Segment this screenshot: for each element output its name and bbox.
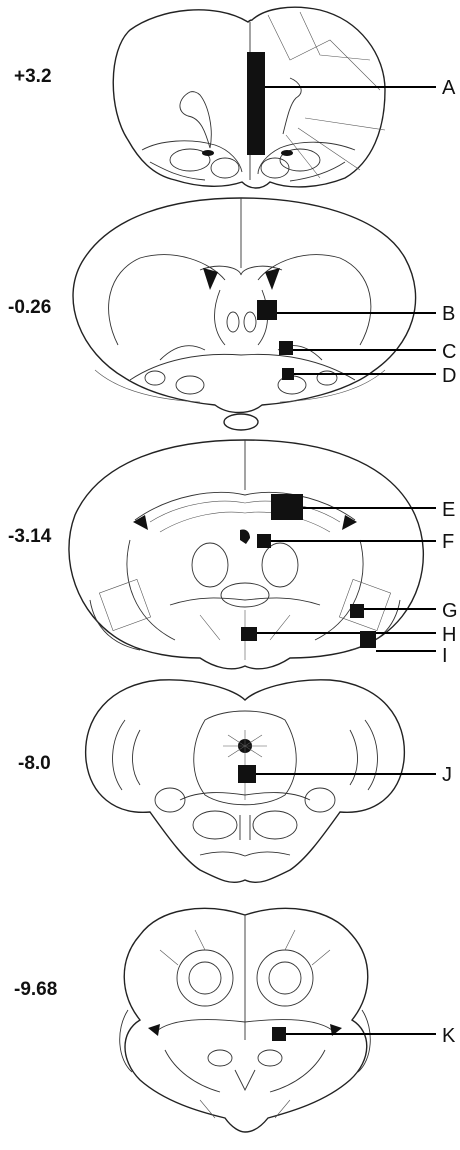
region-label: B	[442, 303, 455, 325]
section-coordinate-label: +3.2	[14, 66, 52, 87]
region-label: F	[442, 531, 454, 553]
region-label: A	[442, 77, 456, 99]
region-label: H	[442, 624, 456, 646]
section-minus-3-14: -3.14 E F	[8, 440, 458, 669]
section-minus-9-68: -9.68 K	[14, 908, 456, 1132]
region-label: I	[442, 645, 448, 667]
region-label: E	[442, 499, 455, 521]
region-label: C	[442, 341, 456, 363]
section-coordinate-label: -8.0	[18, 753, 51, 774]
section-minus-0-26: -0.26 B C	[8, 198, 456, 430]
section-plus-3-2: +3.2 A	[14, 7, 456, 188]
section-minus-8-0: -8.0 J	[18, 680, 452, 883]
brain-slice-outline	[120, 908, 371, 1132]
region-label: J	[442, 764, 452, 786]
region-label: G	[442, 600, 458, 622]
section-coordinate-label: -0.26	[8, 297, 51, 318]
section-coordinate-label: -3.14	[8, 526, 52, 547]
region-label: D	[442, 365, 456, 387]
section-coordinate-label: -9.68	[14, 979, 57, 1000]
region-label: K	[442, 1025, 456, 1047]
region-marker: I	[360, 631, 448, 667]
